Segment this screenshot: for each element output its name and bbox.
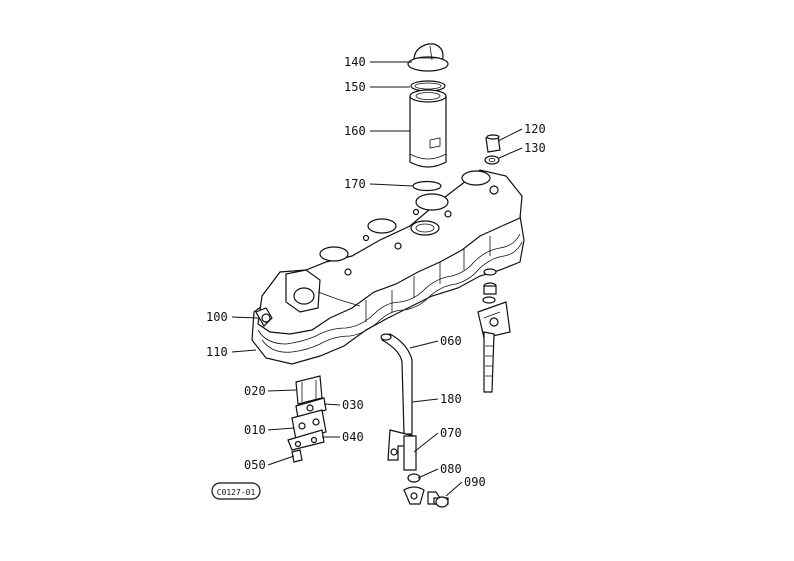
clamp-080 [403, 473, 425, 505]
callout-170: 170 [344, 177, 366, 191]
callout-120: 120 [524, 122, 546, 136]
callout-030: 030 [342, 398, 364, 412]
callout-130: 130 [524, 141, 546, 155]
callout-070: 070 [440, 426, 462, 440]
callout-080: 080 [440, 462, 462, 476]
stud-bracket-assembly [477, 268, 511, 393]
callout-040: 040 [342, 430, 364, 444]
gasket-040 [287, 429, 325, 451]
cap-nut-120 [485, 134, 501, 153]
callout-060: 060 [440, 334, 462, 348]
diagram-id-text: C0127-01 [217, 488, 256, 497]
callout-110: 110 [206, 345, 228, 359]
breather-plate-030 [295, 397, 327, 419]
filler-neck-tube [409, 89, 447, 168]
oil-filler-cap [407, 43, 449, 72]
callout-010: 010 [244, 423, 266, 437]
screw-050 [291, 449, 303, 463]
callout-150: 150 [344, 80, 366, 94]
breather-pipe [380, 333, 413, 435]
bolt-090 [427, 491, 449, 508]
callout-140: 140 [344, 55, 366, 69]
callout-labels: 140 150 160 120 130 170 100 110 060 020 … [206, 55, 546, 489]
pipe-bracket-070 [387, 429, 417, 471]
diagram-id-badge: C0127-01 [211, 482, 261, 500]
cylinder-head-cover [251, 169, 525, 365]
callout-100: 100 [206, 310, 228, 324]
washer-130 [484, 155, 500, 165]
callout-160: 160 [344, 124, 366, 138]
callout-180: 180 [440, 392, 462, 406]
callout-090: 090 [464, 475, 486, 489]
o-ring-150 [410, 80, 446, 92]
callout-050: 050 [244, 458, 266, 472]
o-ring-170 [412, 180, 442, 192]
callout-020: 020 [244, 384, 266, 398]
leader-lines [231, 61, 523, 497]
